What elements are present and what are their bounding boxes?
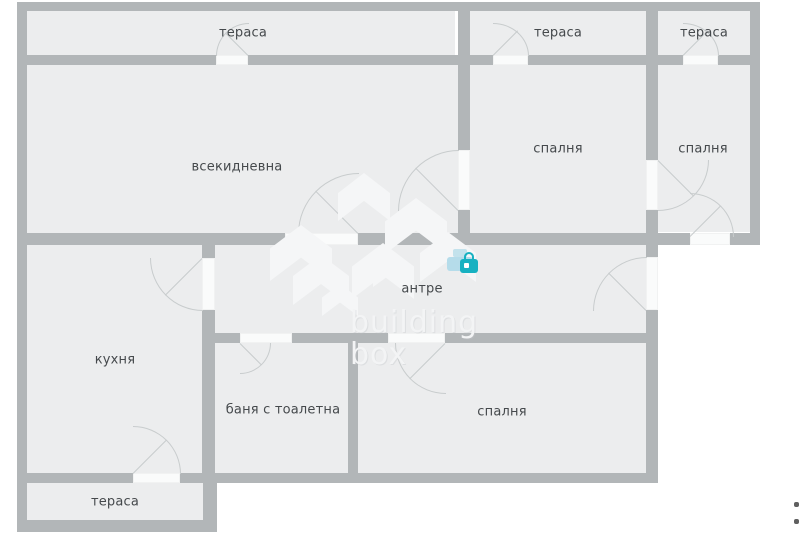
room-label-terrace-bottom: тераса [90, 494, 140, 510]
room-label-bathroom: баня с тоалетна [225, 402, 341, 418]
room-label-living-room: всекидневна [191, 159, 283, 175]
door-terrace-top-middle [493, 55, 528, 65]
door-livingroom-bedroom [458, 150, 470, 210]
photo-stack-tab [453, 249, 467, 257]
room-living-room [27, 65, 458, 233]
wall-terrace-band [27, 55, 216, 65]
wall-mid-band [17, 233, 285, 245]
wall-terrace-band [718, 55, 750, 65]
wall-bedrooms-divider [646, 210, 658, 257]
room-bathroom [215, 343, 348, 473]
wall-right-inner [646, 310, 658, 483]
room-label-hallway: антре [401, 281, 443, 297]
door-terrace-top-left [216, 55, 248, 65]
wall-outer-right [750, 2, 760, 245]
door-bedroom-right [646, 160, 658, 210]
wall-livingroom-bedroom [458, 2, 470, 150]
wall-bottom-band [180, 473, 658, 483]
wall-bedrooms-divider [646, 2, 658, 160]
wall-terrace-band [528, 55, 683, 65]
watermark-text-line2: box [350, 337, 408, 372]
lock-keyhole-dot [464, 263, 469, 268]
edge-artifact [794, 502, 799, 507]
wall-bathroom-bedroom [348, 343, 358, 473]
door-bathroom [240, 333, 292, 343]
door-bedroom-bottom [388, 333, 445, 343]
room-terrace-bottom [27, 483, 203, 520]
room-label-terrace-top-middle: тераса [533, 25, 583, 41]
wall-outer-top [17, 2, 760, 11]
door-kitchen [202, 258, 215, 310]
locked-photos-badge[interactable] [445, 246, 481, 278]
room-bedroom-middle [470, 65, 646, 233]
wall-hallway-bottom [202, 333, 240, 343]
lock-shackle-icon [464, 252, 474, 261]
room-label-bedroom-bottom: спалня [477, 404, 527, 420]
wall-livingroom-bedroom [458, 210, 470, 233]
lock-body-icon [460, 259, 478, 273]
room-label-bedroom-middle: спалня [533, 141, 583, 157]
wall-mid-band [730, 233, 760, 245]
wall-terrace-band [248, 55, 493, 65]
wall-outer-left [17, 2, 27, 532]
wall-hallway-bottom [445, 333, 658, 343]
room-label-terrace-top-right: тераса [679, 25, 729, 41]
wall-kitchen-hallway [202, 245, 215, 258]
door-kitchen-terrace [133, 473, 180, 483]
room-label-kitchen: кухня [94, 352, 136, 368]
wall-bottom-band [17, 473, 133, 483]
watermark-text-line1: building [350, 305, 479, 340]
edge-artifact [794, 519, 799, 524]
wall-kitchen-hallway [202, 310, 215, 483]
room-label-terrace-top-left: тераса [218, 25, 268, 41]
wall-terrace-bottom-edge [17, 520, 217, 532]
door-entrance [646, 257, 658, 310]
wall-hallway-bottom [292, 333, 388, 343]
wall-terrace-bottom-right [203, 483, 217, 532]
room-label-bedroom-right: спалня [678, 141, 728, 157]
door-terrace-top-right [683, 55, 718, 65]
